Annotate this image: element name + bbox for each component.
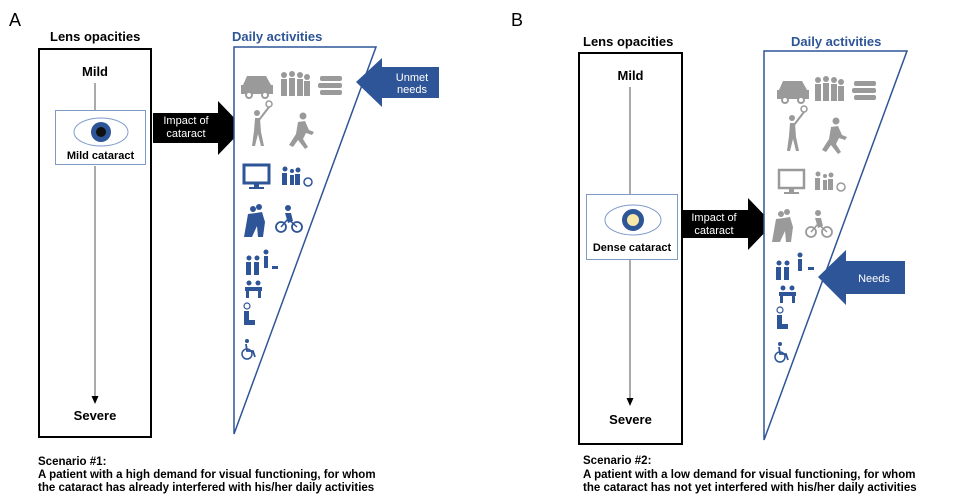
scenario-2-line1: A patient with a low demand for visual f… — [583, 469, 916, 481]
dense-cataract-box: Dense cataract — [586, 194, 678, 260]
unmet-label: Unmet — [396, 72, 428, 84]
panel-letter-b: B — [511, 10, 524, 30]
scenario-1-line1: A patient with a high demand for visual … — [38, 469, 376, 481]
daily-activities-title-b: Daily activities — [791, 34, 882, 49]
daily-activities-title-a: Daily activities — [232, 29, 323, 44]
impact-label-a-1: Impact of — [163, 115, 209, 127]
dancers-icon — [772, 209, 793, 242]
needs-label-b: Needs — [858, 273, 890, 285]
lens-opacities-title-a: Lens opacities — [50, 29, 141, 44]
seated-person-icon — [243, 302, 255, 325]
family-bike-icon — [815, 171, 846, 192]
scenario-2-line2: the cataract has not yet interfered with… — [583, 482, 917, 494]
severe-label-b: Severe — [609, 412, 652, 427]
dining-icon — [779, 285, 796, 303]
family-bike-icon — [282, 166, 313, 187]
eye-icon — [73, 117, 129, 147]
elderly-couple-icon — [246, 255, 260, 275]
lens-opacity-scale-b: Mild Severe — [578, 52, 683, 445]
cyclist-icon — [805, 210, 833, 238]
mild-label-a: Mild — [82, 64, 108, 79]
books-icon — [318, 76, 342, 95]
cyclist-icon — [275, 205, 303, 233]
impact-label-b-1: Impact of — [691, 212, 737, 224]
cataract-label-a: Mild cataract — [66, 150, 135, 162]
lens-opacity-scale-a: Mild Severe — [38, 48, 152, 438]
cataract-label-b: Dense cataract — [592, 242, 672, 254]
scenario-2-title: Scenario #2: — [583, 455, 652, 467]
eye-icon — [604, 204, 662, 236]
panel-letter-a: A — [9, 10, 22, 30]
crowd-icon — [815, 76, 844, 101]
seated-person-icon — [776, 306, 788, 329]
impact-label-b-2: cataract — [694, 225, 733, 237]
runner-icon — [289, 112, 314, 149]
tennis-icon — [787, 105, 808, 151]
monitor-icon — [777, 168, 806, 194]
tennis-icon — [252, 100, 273, 146]
crowd-icon — [281, 71, 310, 96]
dining-icon — [245, 280, 262, 298]
runner-icon — [822, 117, 847, 154]
severe-label-a: Severe — [73, 408, 117, 423]
dog-walker-icon — [797, 252, 814, 271]
lens-opacities-title-b: Lens opacities — [583, 34, 674, 49]
wheelchair-icon — [241, 339, 256, 360]
needs-label-a: needs — [397, 84, 427, 96]
mild-label-b: Mild — [617, 68, 644, 83]
books-icon — [852, 81, 876, 100]
elderly-couple-icon — [776, 260, 790, 280]
car-icon — [777, 81, 809, 104]
scenario-1-title: Scenario #1: — [38, 456, 107, 468]
dancers-icon — [244, 204, 265, 237]
scenario-1-line2: the cataract has already interfered with… — [38, 482, 375, 494]
dog-walker-icon — [263, 249, 278, 269]
mild-cataract-box: Mild cataract — [55, 110, 146, 165]
monitor-icon — [242, 163, 271, 189]
car-icon — [241, 76, 273, 99]
impact-label-a-2: cataract — [166, 128, 205, 140]
wheelchair-icon — [774, 342, 789, 363]
